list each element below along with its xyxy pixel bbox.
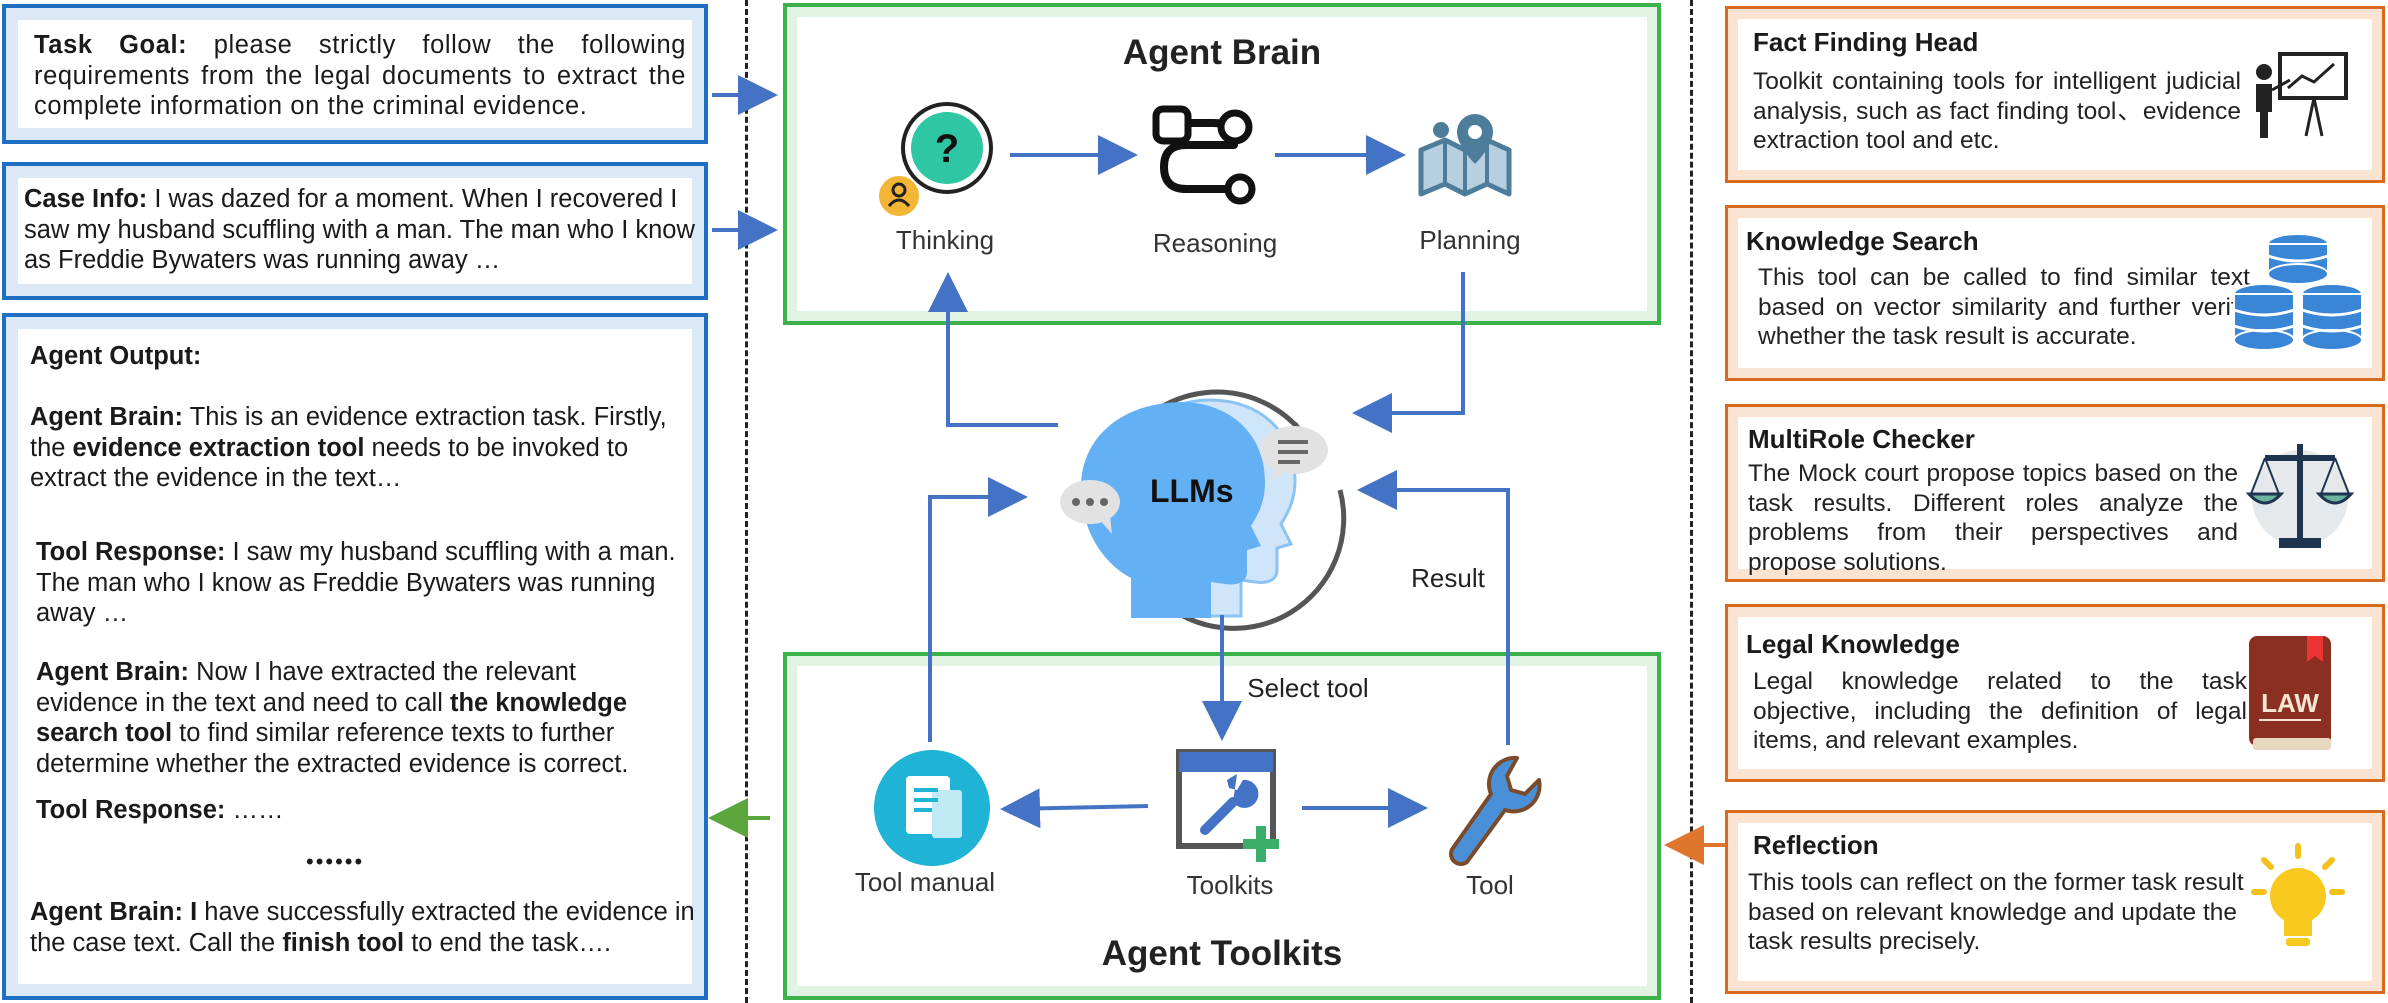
planning-map-icon (1418, 114, 1512, 197)
case-info-label: Case Info: (24, 185, 148, 213)
arrow-llm-to-thinking (928, 272, 1058, 427)
thinking-label: Thinking (895, 225, 995, 255)
agent-brain-step-1: Agent Brain: This is an evidence extract… (30, 403, 667, 492)
right-divider (1690, 0, 1693, 1003)
legal-knowledge-body: Legal knowledge related to the task obje… (1753, 668, 2247, 754)
tool-manual-label: Tool manual (854, 867, 996, 897)
question-mark: ? (935, 127, 959, 171)
toolkits-label: Toolkits (1186, 870, 1274, 900)
arrow-manual-to-llm (928, 477, 1028, 742)
thinking-icon: ? (879, 102, 993, 216)
arrow-planning-to-llm (1352, 272, 1465, 433)
toolkits-icon (1176, 749, 1279, 862)
select-tool-label: Select tool (1247, 673, 1369, 703)
legal-knowledge-title: Legal Knowledge (1746, 629, 1960, 659)
arrow-toolkits-to-manual (1000, 788, 1149, 829)
presenter-chart-icon (2256, 52, 2348, 138)
agent-brain-title: Agent Brain (1122, 33, 1322, 72)
fact-finding-title: Fact Finding Head (1753, 27, 1979, 57)
multirole-checker-panel: MultiRole Checker The Mock court propose… (1725, 404, 2385, 582)
knowledge-search-body: This tool can be called to find similar … (1758, 264, 2250, 350)
agent-brain-step-3: Agent Brain: I have successfully extract… (30, 898, 695, 957)
multirole-checker-body: The Mock court propose topics based on t… (1748, 460, 2238, 576)
llm-label: LLMs (1150, 473, 1234, 509)
agent-toolkits-title: Agent Toolkits (1101, 934, 1343, 973)
result-label: Result (1411, 563, 1485, 593)
llm-head-icon (1060, 389, 1347, 631)
case-info-panel: Case Info: I was dazed for a moment. Whe… (2, 162, 708, 300)
tool-label: Tool (1466, 870, 1514, 900)
tool-response-1: Tool Response: I saw my husband scufflin… (36, 538, 676, 627)
reflection-body: This tools can reflect on the former tas… (1748, 869, 2244, 955)
reasoning-icon (1152, 105, 1256, 205)
database-icon (2233, 233, 2363, 351)
fact-finding-body: Toolkit containing tools for intelligent… (1753, 68, 2241, 154)
arrow-tool-to-llm (1357, 470, 1510, 745)
multirole-checker-title: MultiRole Checker (1748, 424, 1975, 454)
case-info-text: Case Info: I was dazed for a moment. Whe… (24, 185, 695, 274)
task-goal-panel: Task Goal: please strictly follow the fo… (2, 4, 708, 144)
reflection-title: Reflection (1753, 830, 1879, 860)
law-book-text: LAW (2261, 688, 2319, 718)
ellipsis-dots: •••••• (306, 849, 365, 874)
left-divider (745, 0, 748, 1003)
knowledge-search-title: Knowledge Search (1746, 226, 1979, 256)
agent-output-title: Agent Output: (30, 342, 202, 370)
law-book-icon: LAW (2249, 636, 2331, 750)
agent-brain-step-2: Agent Brain: Now I have extracted the re… (36, 658, 629, 778)
tool-manual-icon (874, 750, 990, 866)
tool-wrench-icon (1449, 755, 1542, 866)
task-goal-text: Task Goal: please strictly follow the fo… (34, 31, 687, 120)
fact-finding-panel: Fact Finding Head Toolkit containing too… (1725, 6, 2385, 183)
task-goal-label: Task Goal: (34, 31, 188, 59)
scales-icon (2245, 444, 2355, 548)
reasoning-label: Reasoning (1152, 228, 1278, 258)
lightbulb-icon (2251, 843, 2345, 946)
tool-response-2: Tool Response: …… (36, 796, 284, 824)
agent-output-panel: Agent Output: Agent Brain: This is an ev… (2, 313, 708, 1000)
planning-label: Planning (1419, 225, 1521, 255)
